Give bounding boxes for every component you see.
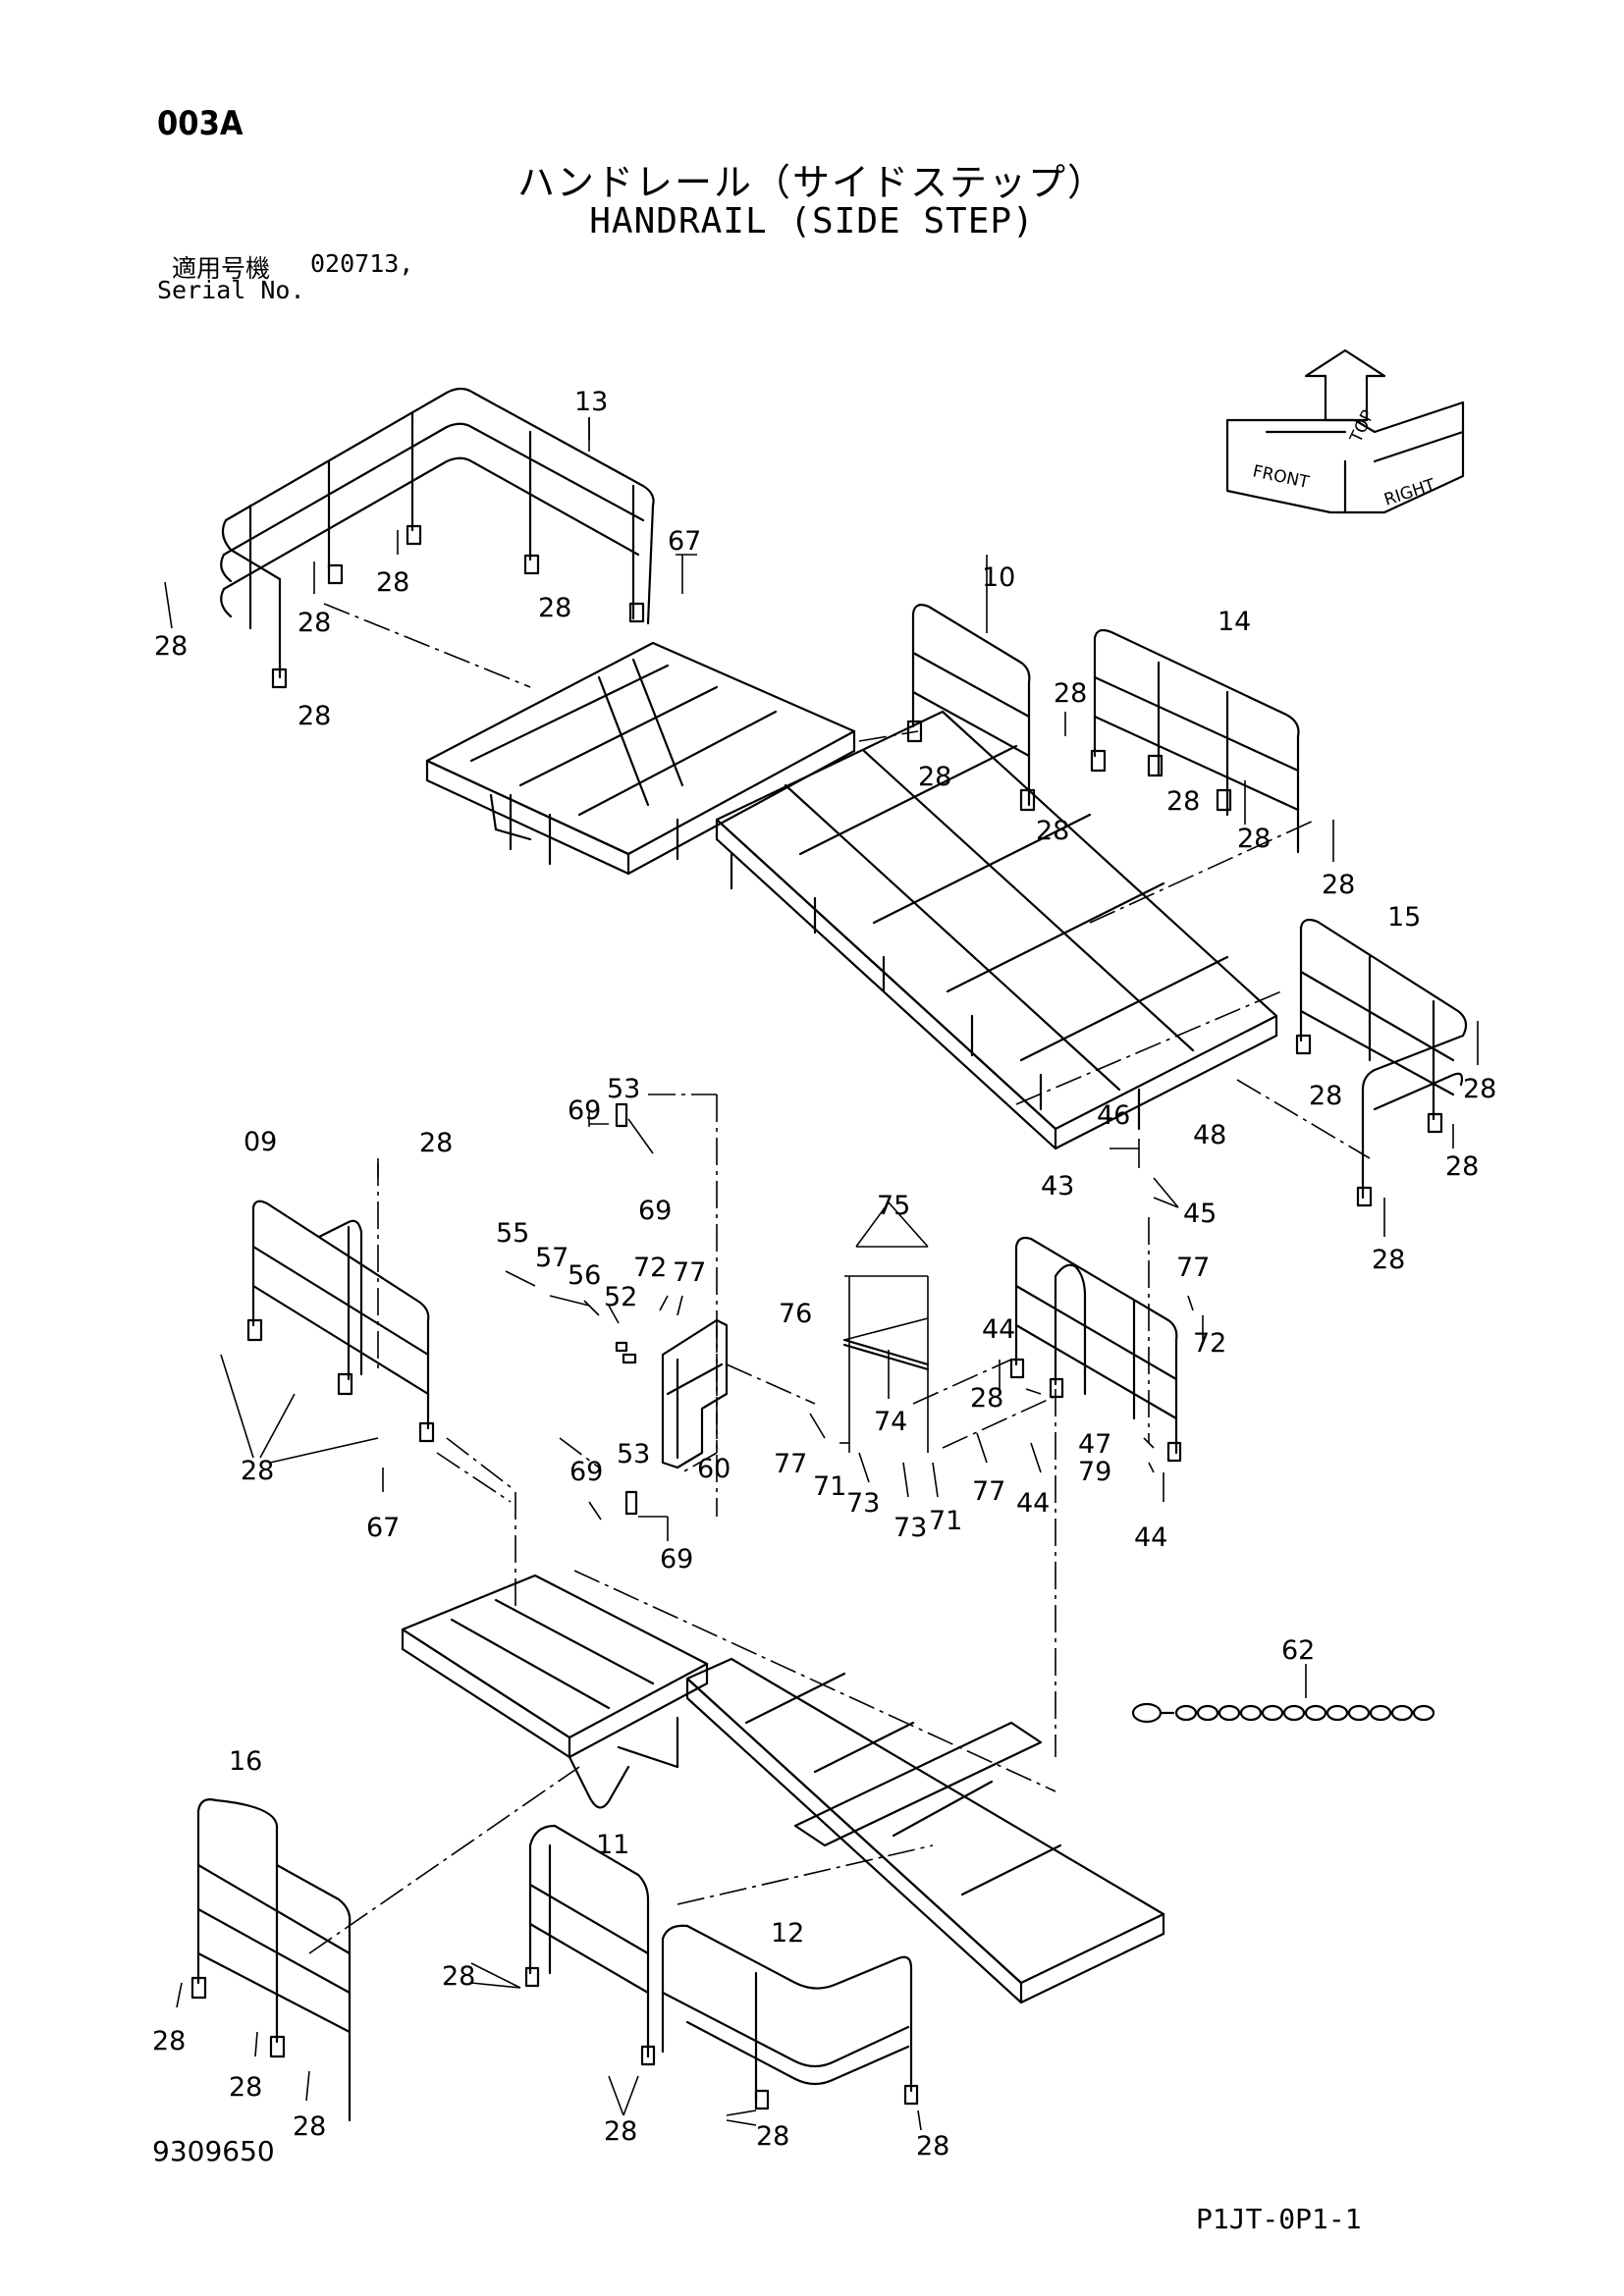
- callout-28: 28: [376, 567, 409, 598]
- callout-28: 28: [152, 2026, 186, 2056]
- callout-46: 46: [1097, 1100, 1130, 1131]
- callout-11: 11: [596, 1830, 629, 1860]
- callout-71: 71: [813, 1471, 846, 1502]
- callout-28: 28: [298, 608, 331, 638]
- title-english: HANDRAIL (SIDE STEP): [589, 201, 1035, 241]
- gate-bar-74: [842, 1338, 930, 1371]
- handrail-16: [190, 1798, 352, 2122]
- callout-28: 28: [916, 2131, 949, 2162]
- callout-28: 28: [1463, 1074, 1496, 1104]
- callout-73: 73: [893, 1513, 927, 1543]
- callout-47: 47: [1078, 1429, 1111, 1460]
- callout-28: 28: [419, 1128, 453, 1158]
- handrail-10: [906, 604, 1036, 812]
- upper-walkway-frame: [425, 641, 1278, 1150]
- callout-44: 44: [982, 1314, 1015, 1345]
- callout-28: 28: [756, 2121, 789, 2152]
- callout-28: 28: [1322, 870, 1355, 900]
- callout-57: 57: [535, 1243, 568, 1273]
- callout-71: 71: [929, 1506, 962, 1536]
- callout-67: 67: [668, 526, 701, 557]
- callout-28: 28: [1309, 1081, 1342, 1111]
- drawing-number: 9309650: [152, 2135, 275, 2167]
- callout-67: 67: [366, 1513, 400, 1543]
- callout-45: 45: [1183, 1199, 1217, 1229]
- step-bracket-60: [615, 1318, 729, 1469]
- handrail-15: [1295, 918, 1468, 1207]
- callout-77: 77: [774, 1449, 807, 1479]
- callout-69: 69: [660, 1544, 693, 1575]
- callout-28: 28: [1445, 1151, 1479, 1182]
- callout-75: 75: [877, 1191, 910, 1221]
- handrail-11: [524, 1824, 656, 2066]
- orientation-cube-icon: [1225, 348, 1465, 514]
- hinge-53-lower: [624, 1490, 638, 1516]
- callout-13: 13: [574, 387, 608, 417]
- callout-74: 74: [874, 1407, 907, 1437]
- callout-28: 28: [154, 631, 188, 662]
- callout-55: 55: [496, 1218, 529, 1249]
- callout-69: 69: [568, 1095, 601, 1126]
- orientation-front-label: FRONT: [1251, 461, 1312, 493]
- callout-77: 77: [972, 1476, 1005, 1507]
- orientation-right-label: RIGHT: [1381, 475, 1437, 510]
- callout-28: 28: [293, 2111, 326, 2142]
- callout-28: 28: [298, 701, 331, 731]
- callout-69: 69: [569, 1457, 603, 1487]
- sheet-reference: P1JT-0P1-1: [1196, 2203, 1362, 2235]
- callout-09: 09: [244, 1127, 277, 1157]
- callout-28: 28: [970, 1383, 1003, 1414]
- orientation-top-label: TOP: [1346, 407, 1379, 447]
- callout-53: 53: [617, 1439, 650, 1469]
- handrail-09: [246, 1200, 435, 1443]
- callout-28: 28: [241, 1456, 274, 1486]
- callout-72: 72: [1193, 1328, 1226, 1359]
- handrail-13: [220, 387, 655, 689]
- callout-28: 28: [229, 2072, 262, 2103]
- title-japanese: ハンドレール（サイドステップ）: [516, 161, 1107, 204]
- handrail-12: [661, 1924, 919, 2110]
- callout-28: 28: [442, 1961, 475, 1992]
- lower-walkway-frame: [401, 1574, 1165, 2004]
- chain-62: [1131, 1702, 1435, 1724]
- callout-28: 28: [1166, 786, 1200, 817]
- callout-28: 28: [604, 2116, 637, 2147]
- callout-69: 69: [638, 1196, 672, 1226]
- callout-44: 44: [1134, 1522, 1167, 1553]
- callout-15: 15: [1387, 902, 1421, 933]
- callout-77: 77: [673, 1257, 706, 1288]
- callout-76: 76: [779, 1299, 812, 1329]
- callout-62: 62: [1281, 1635, 1315, 1666]
- handrail-43: [1009, 1236, 1182, 1463]
- callout-44: 44: [1016, 1488, 1050, 1519]
- callout-53: 53: [607, 1074, 640, 1104]
- hinge-53-upper: [615, 1102, 628, 1128]
- callout-77: 77: [1176, 1253, 1210, 1283]
- callout-16: 16: [229, 1746, 262, 1777]
- callout-28: 28: [1237, 824, 1271, 854]
- callout-56: 56: [568, 1260, 601, 1291]
- callout-60: 60: [697, 1454, 731, 1484]
- callout-12: 12: [771, 1918, 804, 1949]
- callout-14: 14: [1218, 607, 1251, 637]
- callout-72: 72: [633, 1253, 667, 1283]
- callout-28: 28: [1054, 678, 1087, 709]
- callout-28: 28: [1372, 1245, 1405, 1275]
- callout-28: 28: [538, 593, 571, 623]
- callout-43: 43: [1041, 1171, 1074, 1201]
- callout-52: 52: [604, 1282, 637, 1312]
- handrail-14: [1090, 628, 1300, 854]
- callout-79: 79: [1078, 1457, 1111, 1487]
- serial-value: 020713,: [310, 249, 414, 278]
- callout-10: 10: [982, 562, 1015, 593]
- callout-73: 73: [846, 1488, 880, 1519]
- callout-48: 48: [1193, 1120, 1226, 1150]
- serial-label-english: Serial No.: [157, 276, 305, 304]
- page-code: 003A: [157, 104, 244, 143]
- callout-28: 28: [918, 762, 951, 792]
- serial-label-japanese: 適用号機: [172, 254, 271, 283]
- callout-28: 28: [1036, 816, 1069, 846]
